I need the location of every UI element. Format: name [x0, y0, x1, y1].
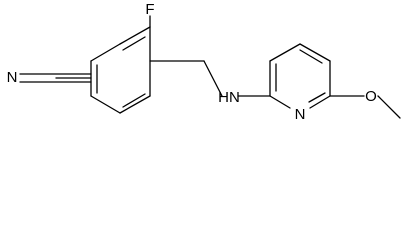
bond: [119, 26, 151, 45]
bond: [308, 92, 326, 103]
molecule-diagram: F N HN N O: [7, 1, 401, 123]
bond: [119, 95, 151, 114]
nitrile-nitrogen-label: N: [7, 69, 18, 86]
bond: [309, 95, 331, 109]
bond: [122, 93, 146, 108]
bond: [299, 49, 323, 64]
atom-labels: F N HN N O: [7, 1, 377, 123]
bond: [90, 43, 121, 62]
bond: [203, 60, 223, 97]
bond: [377, 95, 401, 119]
fluorine-label: F: [145, 1, 154, 18]
bond-lines: [19, 15, 401, 119]
methoxy-oxygen-label: O: [365, 88, 377, 105]
bond: [269, 43, 301, 62]
bond: [299, 43, 331, 62]
bond: [269, 95, 291, 109]
structure-canvas: F N HN N O: [7, 1, 401, 123]
amine-label: HN: [218, 89, 240, 106]
bond: [90, 95, 121, 114]
pyridine-nitrogen-label: N: [295, 106, 306, 123]
bond: [122, 36, 146, 51]
